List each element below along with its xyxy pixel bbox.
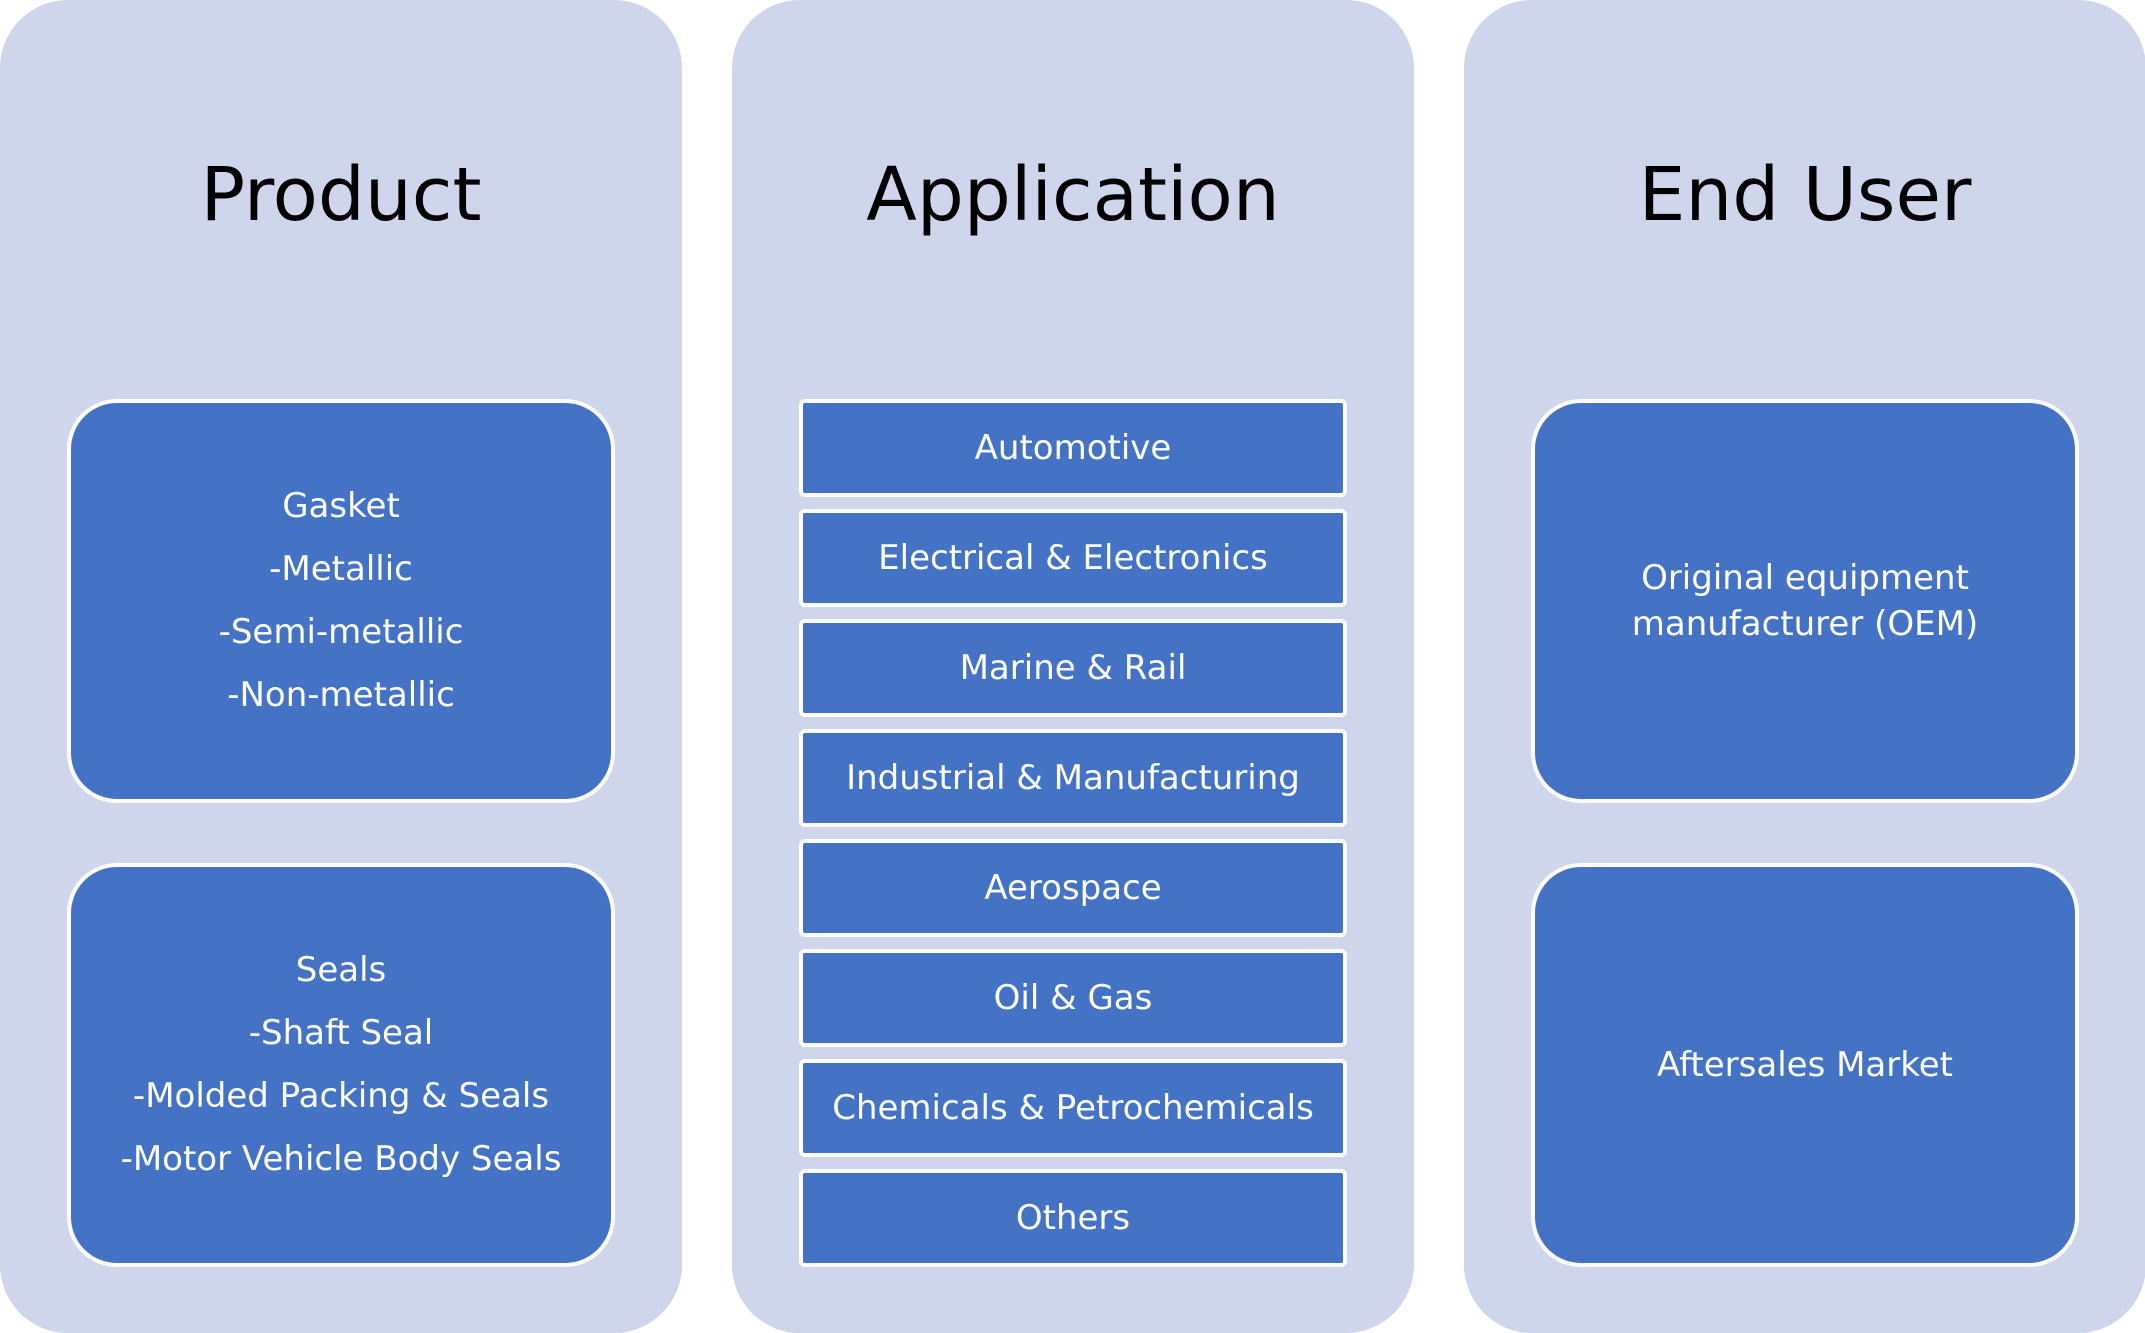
seals-line: -Shaft Seal bbox=[248, 1013, 434, 1053]
application-item: Chemicals & Petrochemicals bbox=[799, 1059, 1347, 1157]
gasket-line: Gasket bbox=[282, 486, 400, 526]
application-item: Oil & Gas bbox=[799, 949, 1347, 1047]
product-title: Product bbox=[200, 152, 482, 238]
application-column: Application Automotive Electrical & Elec… bbox=[732, 0, 1414, 1333]
application-item: Others bbox=[799, 1169, 1347, 1267]
seals-box: Seals -Shaft Seal -Molded Packing & Seal… bbox=[67, 863, 615, 1267]
application-title: Application bbox=[866, 152, 1280, 238]
application-item: Automotive bbox=[799, 399, 1347, 497]
gasket-line: -Semi-metallic bbox=[218, 612, 464, 652]
application-item: Electrical & Electronics bbox=[799, 509, 1347, 607]
gasket-line: -Metallic bbox=[269, 549, 413, 589]
application-item: Aerospace bbox=[799, 839, 1347, 937]
application-item: Industrial & Manufacturing bbox=[799, 729, 1347, 827]
end-user-title: End User bbox=[1638, 152, 1972, 238]
oem-box: Original equipment manufacturer (OEM) bbox=[1531, 399, 2079, 803]
gasket-box: Gasket -Metallic -Semi-metallic -Non-met… bbox=[67, 399, 615, 803]
aftersales-label: Aftersales Market bbox=[1657, 1045, 1953, 1085]
application-item: Marine & Rail bbox=[799, 619, 1347, 717]
oem-label: Original equipment manufacturer (OEM) bbox=[1631, 558, 1979, 644]
seals-line: -Motor Vehicle Body Seals bbox=[120, 1139, 562, 1179]
seals-line: -Molded Packing & Seals bbox=[132, 1076, 550, 1116]
product-column: Product Gasket -Metallic -Semi-metallic … bbox=[0, 0, 682, 1333]
seals-line: Seals bbox=[295, 950, 387, 990]
aftersales-box: Aftersales Market bbox=[1531, 863, 2079, 1267]
end-user-column: End User Original equipment manufacturer… bbox=[1464, 0, 2145, 1333]
gasket-line: -Non-metallic bbox=[227, 675, 455, 715]
